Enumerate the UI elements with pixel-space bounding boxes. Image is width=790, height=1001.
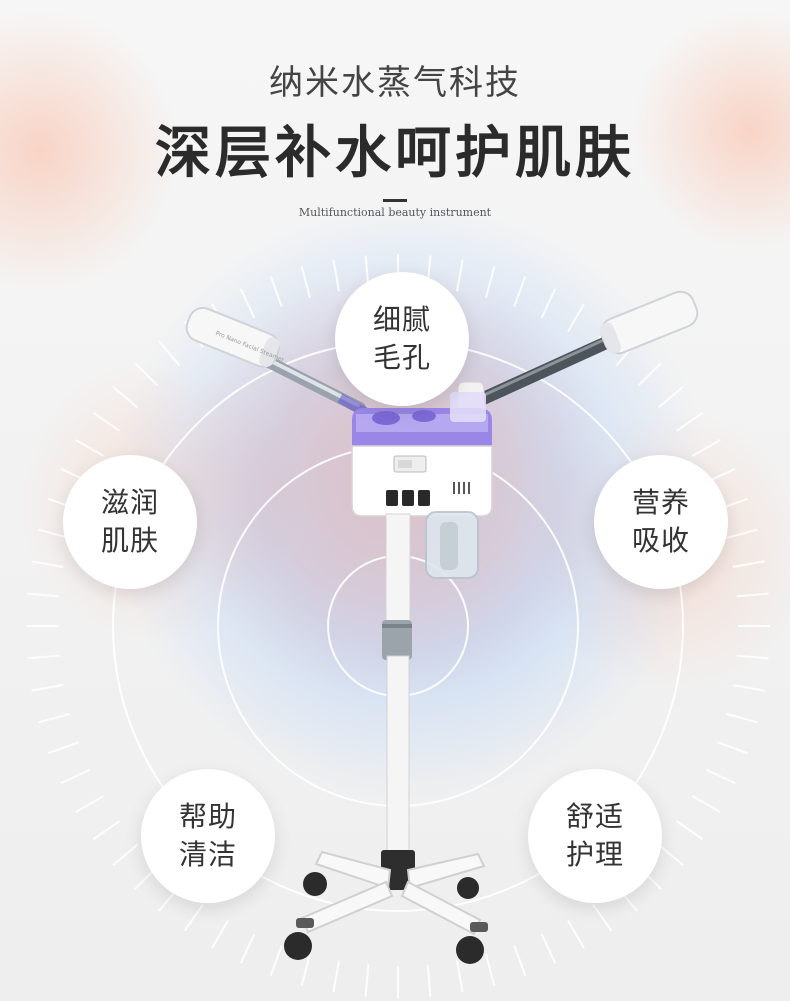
tick-mark [456,259,464,292]
tick-mark [183,903,204,932]
tick-mark [675,411,704,432]
tick-mark [540,288,557,319]
feature-bubble-pores: 细腻 毛孔 [335,272,469,406]
tick-mark [158,340,181,367]
radial-tick-ring [26,254,770,998]
tick-mark [239,288,256,319]
subtitle: 纳米水蒸气科技 [269,63,521,103]
tick-mark [485,954,496,986]
tick-mark [300,266,311,298]
tick-mark [567,303,585,333]
feature-line: 帮助 [178,800,237,833]
tick-mark [211,919,229,949]
tick-mark [112,386,139,409]
tick-mark [92,820,121,841]
tick-mark [717,741,748,755]
tick-mark [732,684,765,692]
tick-mark [426,964,432,997]
tick-mark [485,266,496,298]
feature-line: 舒适 [565,800,624,833]
feature-bubble-moisturize: 滋润 肌肤 [63,455,197,589]
feature-line: 细腻 [372,303,431,336]
tick-mark [364,964,370,997]
tick-mark [60,768,91,785]
feature-line: 营养 [631,486,690,519]
tick-mark [732,560,765,568]
tick-mark [269,945,283,976]
tick-mark [134,362,159,387]
tick-mark [27,592,60,598]
tick-mark [726,713,758,724]
tick-mark [513,276,527,307]
tick-mark [332,960,340,993]
tick-mark [657,843,684,866]
tick-mark [540,933,557,964]
tick-mark [736,654,769,660]
tick-mark [657,386,684,409]
tick-mark [675,820,704,841]
tick-mark [92,411,121,432]
tick-mark [567,919,585,949]
tick-mark [75,795,105,813]
tick-mark [31,560,64,568]
tick-mark [592,903,613,932]
tick-mark [726,528,758,539]
tick-mark [456,960,464,993]
page-title: 深层补水呵护肌肤 [155,121,635,186]
tick-mark [513,945,527,976]
english-tagline: Multifunctional beauty instrument [298,206,492,219]
feature-line: 毛孔 [372,341,431,374]
feature-line: 护理 [565,838,624,871]
tick-mark [27,654,60,660]
feature-line: 吸收 [631,524,690,557]
tick-mark [691,795,721,813]
tick-mark [300,954,311,986]
tick-mark [48,741,79,755]
tick-mark [38,713,70,724]
feature-line: 滋润 [100,486,159,519]
feature-line: 肌肤 [100,524,159,557]
tick-mark [31,684,64,692]
feature-bubble-comfort: 舒适 护理 [528,769,662,903]
tick-mark [75,439,105,457]
tick-mark [332,259,340,292]
tick-mark [269,276,283,307]
tick-mark [691,439,721,457]
facial-steamer-device: Pro Nano Facial Steamer [185,290,699,964]
tick-mark [112,843,139,866]
feature-bubble-cleansing: 帮助 清洁 [141,769,275,903]
tick-mark [736,592,769,598]
tick-mark [239,933,256,964]
title-divider [383,199,407,202]
tick-mark [705,768,736,785]
feature-line: 清洁 [178,838,237,871]
feature-bubble-nutrition: 营养 吸收 [594,455,728,589]
tick-mark [637,362,662,387]
